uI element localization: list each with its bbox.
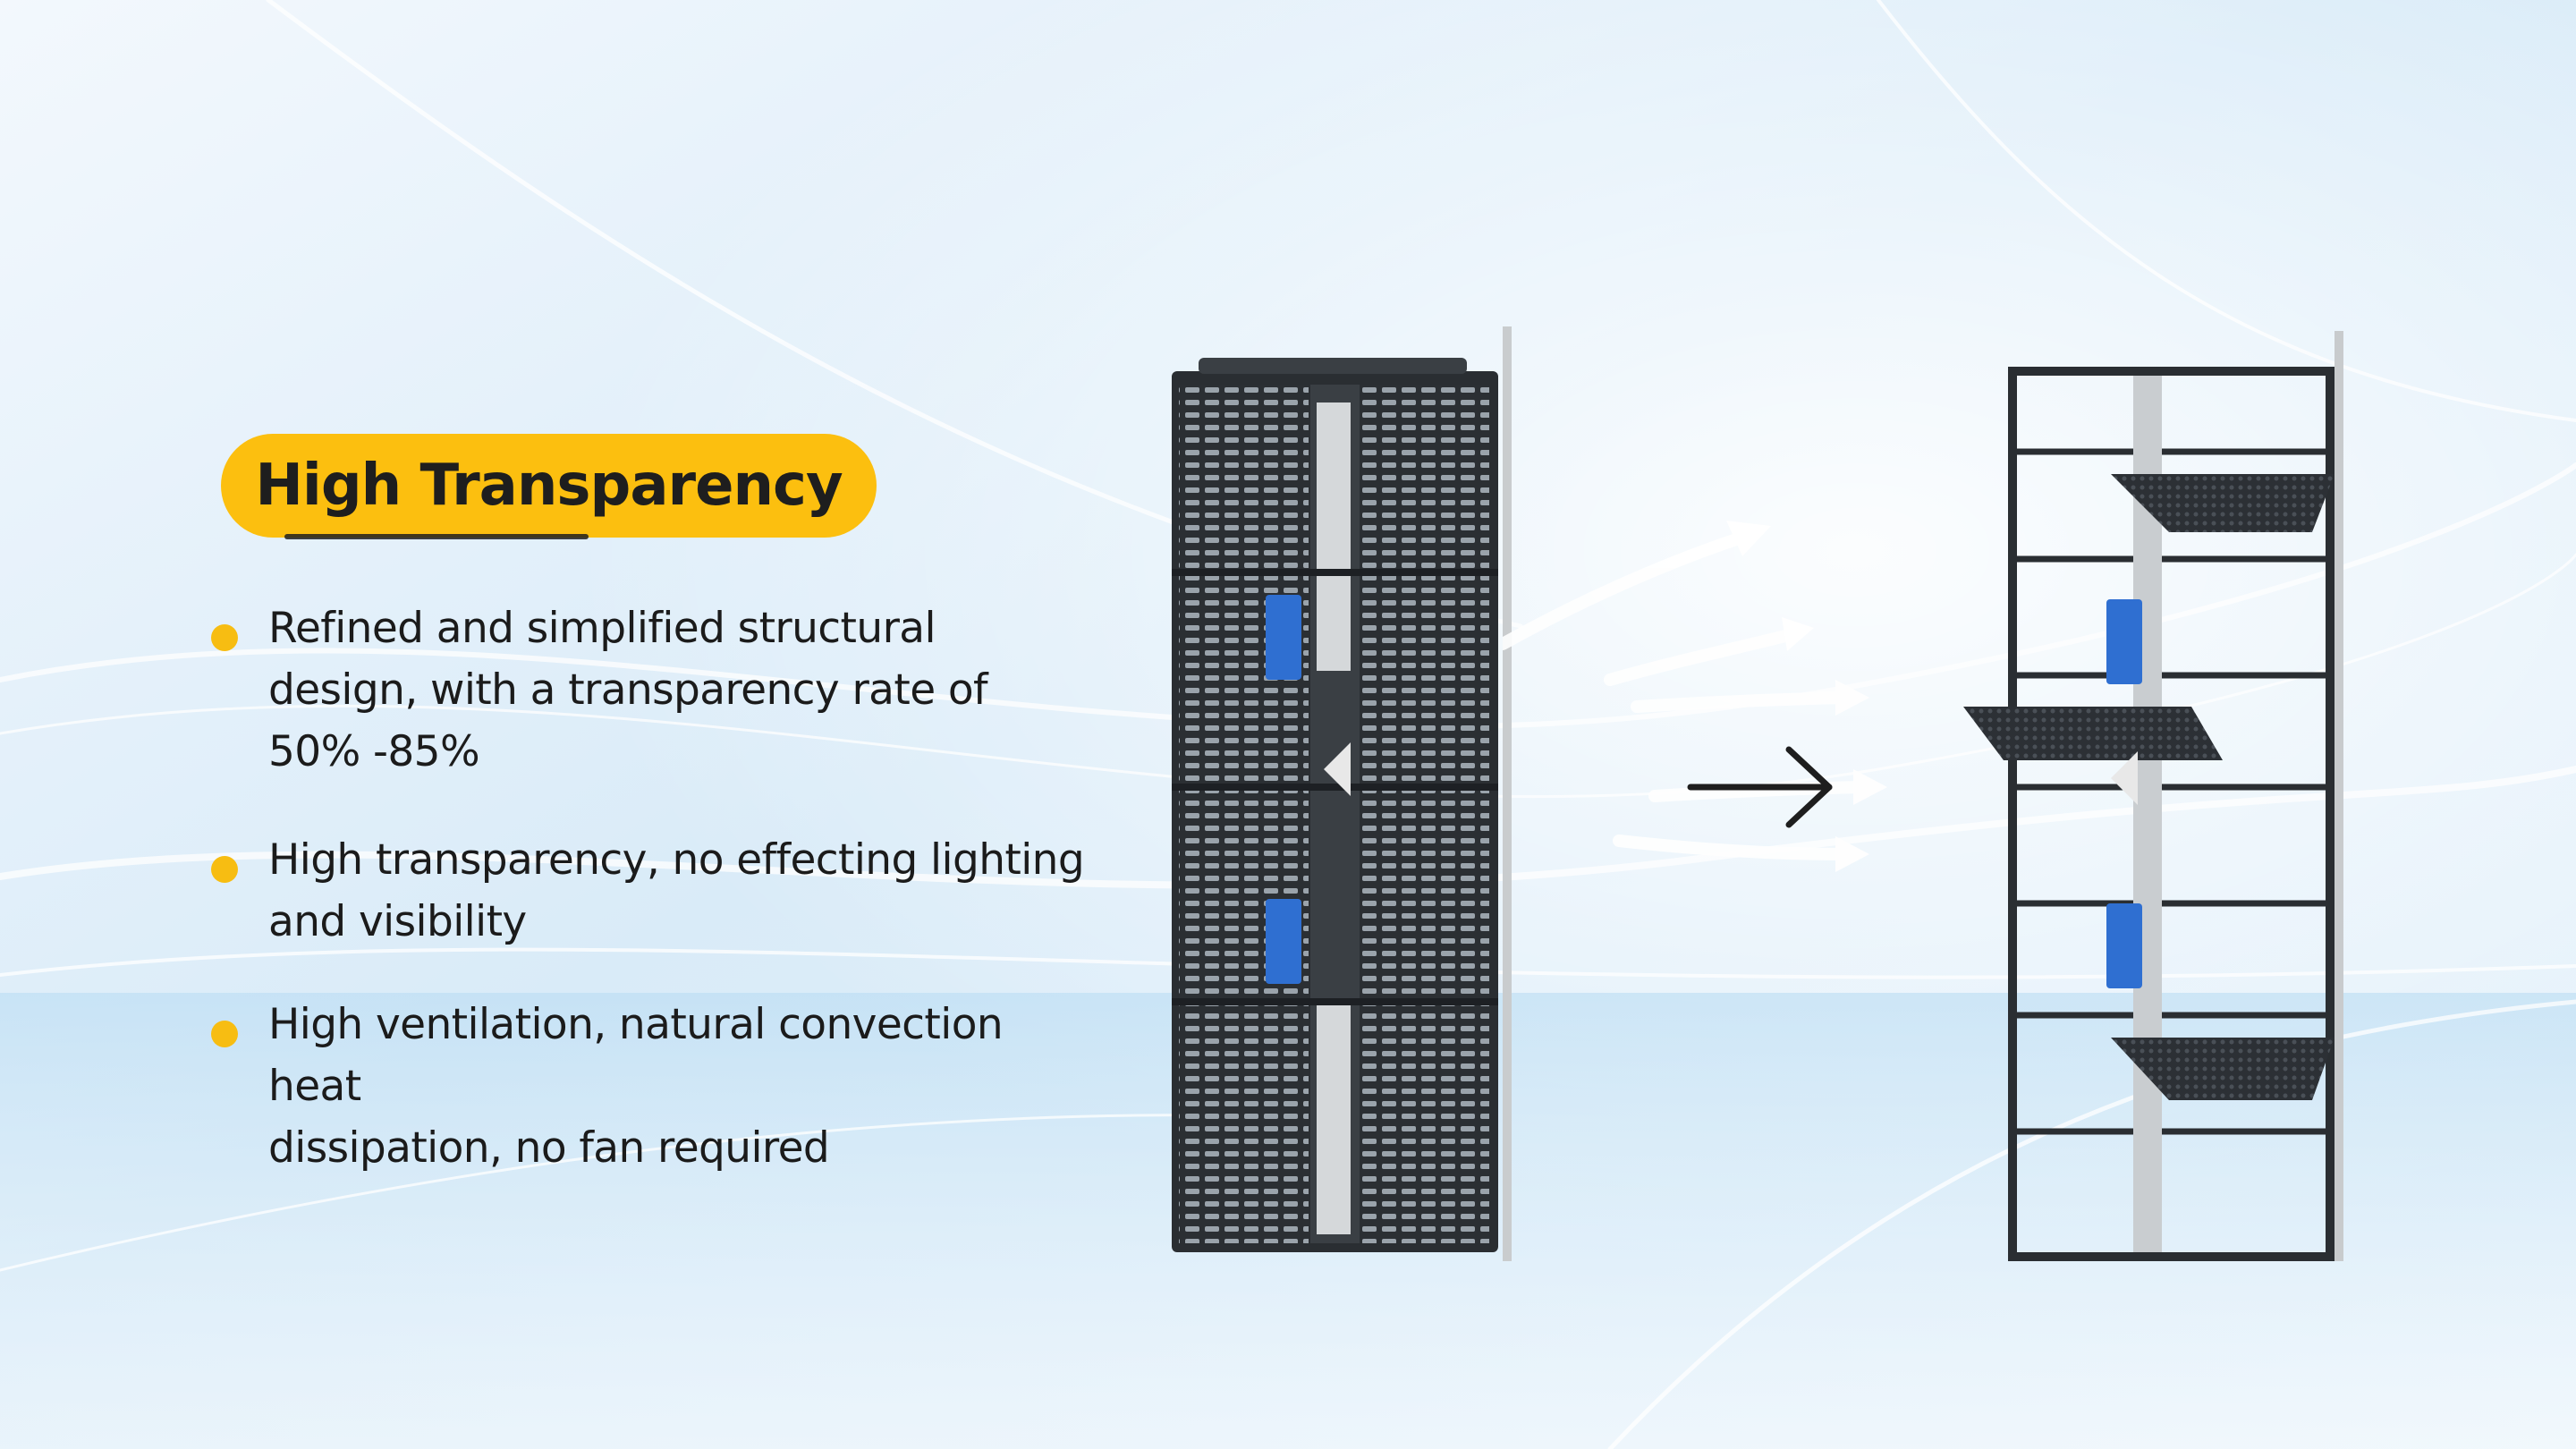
feature-list: Refined and simplified structural design…: [208, 597, 1102, 1225]
bullet-text: High transparency, no effecting lighting…: [268, 835, 1085, 946]
bullet-text: High ventilation, natural convection hea…: [268, 1000, 1004, 1173]
led-panel-open-frame-image: [1963, 331, 2343, 1261]
right-arrow-icon: [1687, 746, 1833, 828]
bullet-text: Refined and simplified structural design…: [268, 604, 988, 776]
bullet-dot-icon: [211, 1021, 238, 1047]
airflow-arrows: [1503, 521, 1887, 872]
list-item: High ventilation, natural convection hea…: [208, 994, 1102, 1179]
bullet-dot-icon: [211, 856, 238, 883]
bullet-dot-icon: [211, 624, 238, 651]
list-item: High transparency, no effecting lighting…: [208, 829, 1102, 953]
title-badge: High Transparency: [221, 434, 877, 538]
badge-underline: [284, 534, 589, 539]
led-panel-full-image: [1172, 326, 1512, 1261]
list-item: Refined and simplified structural design…: [208, 597, 1102, 783]
badge-title: High Transparency: [255, 453, 843, 519]
